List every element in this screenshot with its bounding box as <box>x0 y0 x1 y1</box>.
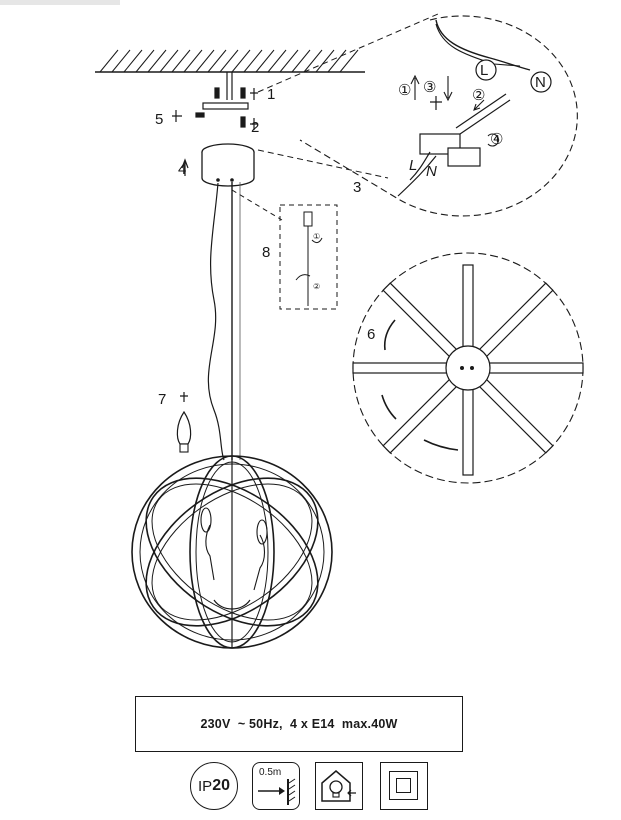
rotate-icon <box>487 133 499 147</box>
step-3: ③ <box>423 79 436 96</box>
spec-bulbs: 4 x E14 <box>290 717 335 731</box>
callout-1: 1 <box>267 86 275 103</box>
screw-icon <box>430 96 442 110</box>
terminal-label-n: N <box>426 163 437 180</box>
bracket-bar <box>459 99 511 135</box>
spec-frequency: ~ 50Hz, <box>237 717 283 731</box>
min-distance-icon: 0.5m <box>252 762 300 810</box>
rotate-arrow-icon <box>381 394 397 420</box>
min-distance-text: 0.5m <box>259 767 282 778</box>
hand-icon <box>311 237 323 244</box>
callout-6: 6 <box>367 326 375 343</box>
screwdriver-icon <box>172 110 182 122</box>
arrow-down-icon <box>443 76 453 102</box>
wire-label-n: N <box>535 74 546 91</box>
ceiling <box>95 49 365 73</box>
callout-4: 4 <box>178 161 186 178</box>
terminal-cover <box>447 147 481 167</box>
center-hub <box>445 345 491 391</box>
wire-label-l: L <box>480 62 488 79</box>
spec-voltage: 230V <box>200 717 231 731</box>
cable-adjust-detail <box>231 189 338 310</box>
candle-bulb <box>256 519 268 545</box>
callout-2: 2 <box>251 119 259 136</box>
terminal-label-l: L <box>409 157 417 174</box>
arrow-icon <box>181 158 189 176</box>
faded-header <box>0 0 120 5</box>
canopy <box>181 143 255 187</box>
class-ii-icon <box>380 762 428 810</box>
mounting-bracket-assembly <box>172 72 258 130</box>
screwdriver-icon <box>250 88 258 100</box>
e14-bulb-icon <box>176 392 192 453</box>
rotate-arrow-icon <box>383 319 396 351</box>
callout-7: 7 <box>158 391 166 408</box>
step-4: ④ <box>490 131 503 148</box>
callout-8: 8 <box>262 244 270 261</box>
chandelier-sphere <box>131 455 333 649</box>
spec-max-power: max.40W <box>341 717 398 731</box>
indoor-use-icon <box>315 762 363 810</box>
screw-icon <box>214 87 220 99</box>
ip-prefix: IP <box>198 777 213 795</box>
detail-8-step-2: ② <box>313 282 320 291</box>
screw-icon <box>180 392 188 402</box>
callout-3: 3 <box>353 179 361 196</box>
screw-icon <box>240 87 246 99</box>
rotate-arrow-icon <box>423 439 459 451</box>
candle-bulb <box>200 507 212 533</box>
power-cord <box>207 182 225 461</box>
leader-lines <box>257 13 439 179</box>
dowel-icon <box>195 112 205 118</box>
wiring-detail <box>299 15 578 217</box>
callout-5: 5 <box>155 111 163 128</box>
top-view-detail <box>352 252 584 484</box>
step-2: ② <box>472 87 485 104</box>
detail-8-step-1: ① <box>313 232 320 241</box>
step-1: ① <box>398 82 411 99</box>
spec-box: 230V ~ 50Hz, 4 x E14 max.40W <box>135 696 463 752</box>
neutral-wire-marker <box>530 71 552 93</box>
ip-rating: 20 <box>212 777 230 794</box>
arrow-up-icon <box>410 74 420 100</box>
arrow-icon <box>473 99 485 111</box>
hand-icon <box>295 274 311 281</box>
mounting-bracket <box>202 102 249 110</box>
screwdriver-icon <box>250 118 258 130</box>
live-wire-marker <box>475 59 497 81</box>
screw-icon <box>240 116 246 128</box>
